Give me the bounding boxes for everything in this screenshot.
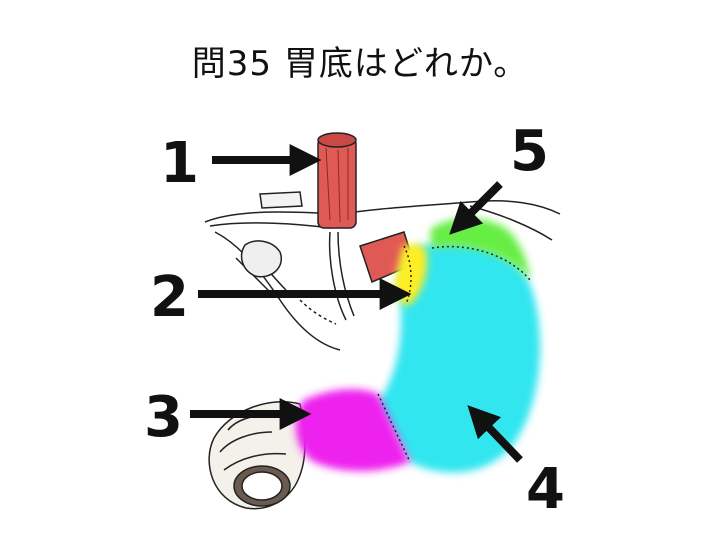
question-title: 問35 胃底はどれか。: [191, 44, 529, 84]
pylorus-region: [295, 389, 410, 471]
esophagus: [317, 132, 357, 229]
diaphragm-drawing: [204, 191, 561, 351]
label-arrows: [190, 144, 523, 463]
label-2: 2: [150, 265, 189, 330]
label-5: 5: [510, 119, 549, 184]
label-3: 3: [144, 385, 183, 450]
label-4: 4: [526, 457, 565, 522]
stomach-regions: [295, 218, 541, 473]
label-1: 1: [160, 131, 199, 196]
arrow-diagonal-icon: [467, 405, 523, 463]
arrow-diagonal-icon: [449, 181, 503, 235]
